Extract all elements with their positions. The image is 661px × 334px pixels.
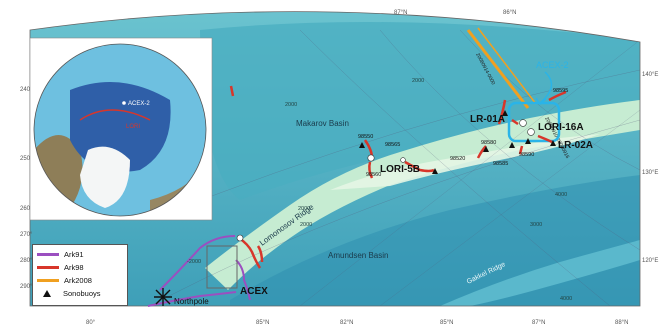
legend-label: Ark91 bbox=[64, 250, 84, 259]
lon-label: 80° bbox=[86, 320, 96, 326]
lon-label: 130°E bbox=[642, 170, 658, 176]
legend-label: Ark2008 bbox=[64, 276, 92, 285]
lon-label: 250° bbox=[20, 156, 33, 162]
lon-label: 88°N bbox=[615, 320, 628, 326]
northpole-label: Northpole bbox=[174, 297, 209, 306]
legend-item-sonobuoys: Sonobuoys bbox=[37, 287, 123, 300]
legend-item-ark91: Ark91 bbox=[37, 248, 123, 261]
acex2-area: ACEX-2 bbox=[507, 60, 569, 143]
inset-map: ACEX-2 LORI bbox=[29, 37, 213, 221]
lon-label: 290° bbox=[20, 284, 33, 290]
legend-item-ark98: Ark98 bbox=[37, 261, 123, 274]
acex-label: ACEX bbox=[240, 286, 268, 297]
lon-label: 82°N bbox=[340, 320, 353, 326]
lon-label: 85°N bbox=[440, 320, 453, 326]
inset-lori-label: LORI bbox=[126, 124, 140, 130]
legend-item-ark2008: Ark2008 bbox=[37, 274, 123, 287]
makarov-basin-label: Makarov Basin bbox=[296, 119, 349, 128]
legend-label: Ark98 bbox=[64, 263, 84, 272]
triangle-icon bbox=[43, 290, 51, 297]
acex2-label: ACEX-2 bbox=[536, 60, 569, 70]
depth-label: -2000 bbox=[187, 259, 201, 265]
sonobuoy-markers bbox=[359, 110, 556, 174]
legend-label: Sonobuoys bbox=[63, 289, 101, 298]
lori16a-label: LORI-16A bbox=[538, 122, 584, 133]
lr02a-label: LR-02A bbox=[558, 140, 593, 151]
ark98-tracks bbox=[229, 85, 567, 269]
lon-label: 240° bbox=[20, 87, 33, 93]
legend: Ark91 Ark98 Ark2008 Sonobuoys bbox=[32, 244, 128, 306]
depth-label: 4000 bbox=[560, 296, 572, 302]
lat-label: 86°N bbox=[503, 10, 516, 16]
depth-label: 2000 bbox=[300, 222, 312, 228]
legend-swatch bbox=[37, 253, 59, 256]
lon-label: 140°E bbox=[642, 72, 658, 78]
depth-label: 2000 bbox=[298, 206, 310, 212]
sonobuoy-labels: 98550 98565 98560 98520 98580 98585 9859… bbox=[358, 88, 568, 178]
grid-labels: 87°N 86°N 240° 250° 260° 270° 280° 290° … bbox=[20, 10, 658, 326]
northpole-star-icon bbox=[154, 288, 172, 306]
lat-label: 87°N bbox=[394, 10, 407, 16]
lon-label: 85°N bbox=[256, 320, 269, 326]
lon-label: 260° bbox=[20, 206, 33, 212]
depth-label: 2000 bbox=[285, 102, 297, 108]
lon-label: 280° bbox=[20, 258, 33, 264]
lori5b-label: LORI-5B bbox=[380, 164, 420, 175]
depth-label: 3000 bbox=[530, 222, 542, 228]
sonobuoy-label: 98590 bbox=[519, 152, 534, 158]
depth-label: 4000 bbox=[555, 192, 567, 198]
sonobuoy-label: 98520 bbox=[450, 156, 465, 162]
sonobuoy-label: 98595 bbox=[553, 88, 568, 94]
sonobuoy-label: 98580 bbox=[481, 140, 496, 146]
depth-label: 2000 bbox=[412, 78, 424, 84]
sonobuoy-label: 98550 bbox=[358, 134, 373, 140]
lon-label: 120°E bbox=[642, 258, 658, 264]
ark91-tracks bbox=[147, 235, 251, 307]
amundsen-basin-label: Amundsen Basin bbox=[328, 251, 388, 260]
lon-label: 270° bbox=[20, 232, 33, 238]
sonobuoy-label: 98585 bbox=[493, 161, 508, 167]
sonobuoy-label: 98560 bbox=[366, 172, 381, 178]
lr01a-label: LR-01A bbox=[470, 114, 505, 125]
legend-swatch bbox=[37, 279, 59, 282]
depth-labels: 2000 2000 2000 2000 3000 4000 4000 -2000 bbox=[187, 78, 572, 302]
inset-acex2-label: ACEX-2 bbox=[128, 101, 150, 107]
acex-box bbox=[206, 245, 238, 289]
lon-label: 87°N bbox=[532, 320, 545, 326]
legend-swatch bbox=[37, 266, 59, 269]
site-markers bbox=[236, 119, 535, 242]
sonobuoy-label: 98565 bbox=[385, 142, 400, 148]
